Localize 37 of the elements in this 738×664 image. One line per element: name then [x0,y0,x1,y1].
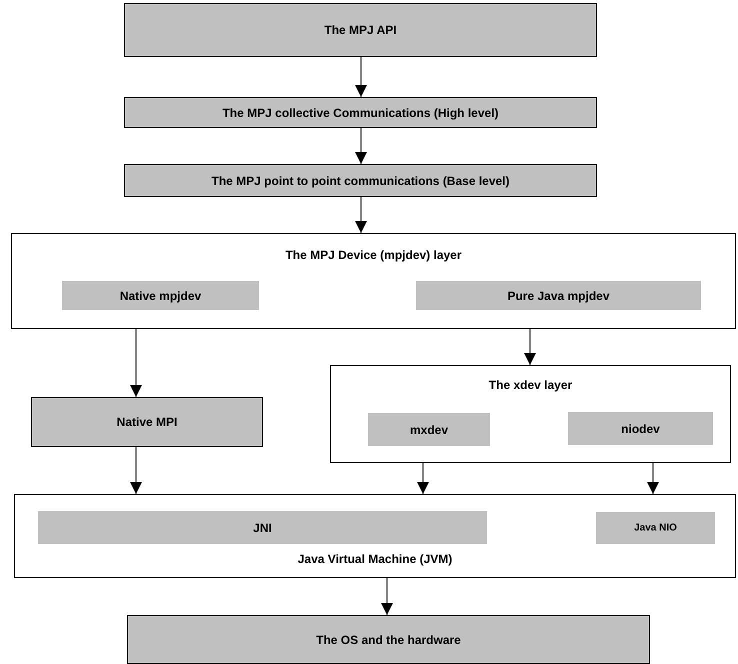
arrow [524,328,536,366]
layer-label: The OS and the hardware [316,632,461,646]
layer-label: Java NIO [634,522,677,534]
layer-label: Java Virtual Machine (JVM) [298,552,452,566]
layer-label: The MPJ Device (mpjdev) layer [285,248,462,262]
module-box [596,512,715,544]
layer-label: Native mpjdev [120,288,202,302]
layer-label: The MPJ point to point communications (Base level) [211,174,510,188]
layer-container [330,365,731,463]
module-box [38,511,487,544]
module-box [416,281,701,310]
layer-label: niodev [621,422,660,436]
layer-container [11,233,736,329]
layer-label: The MPJ collective Communications (High level) [222,106,499,120]
module-box [368,413,490,446]
layer-label: mxdev [410,422,448,436]
arrow [355,196,367,234]
layer-label: The xdev layer [488,378,572,392]
arrow [130,328,142,398]
layer-container [14,494,736,578]
arrow [417,462,429,494]
layer-box [124,97,597,128]
layer-box [124,164,597,197]
arrow [381,578,393,616]
arrow [647,462,659,494]
layer-box [124,3,597,57]
layer-box [127,615,650,664]
arrow [355,56,367,98]
arrow [355,128,367,164]
layer-label: Native MPI [116,415,178,429]
layer-label: Pure Java mpjdev [507,288,610,302]
layer-label: The MPJ API [324,23,397,37]
module-box [568,412,713,445]
arrow [130,446,142,494]
layer-label: JNI [253,520,272,534]
layer-box [31,397,263,447]
module-box [62,281,259,310]
